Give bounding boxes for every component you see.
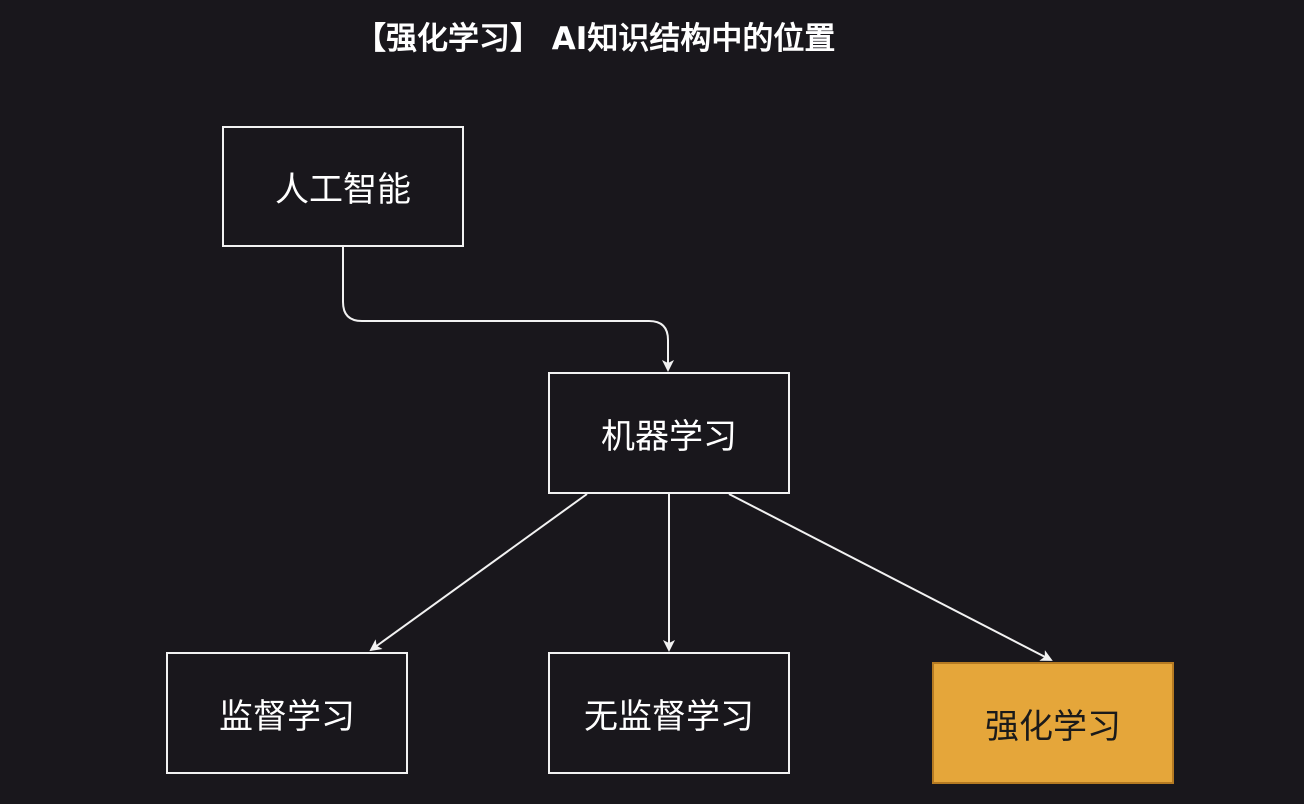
node-label: 机器学习 [601,416,737,457]
page-title: 【强化学习】 AI知识结构中的位置 [355,21,836,57]
node-label: 无监督学习 [584,696,754,737]
node-label: 监督学习 [219,696,355,737]
node-label: 强化学习 [985,706,1121,747]
node-supervised-learning[interactable]: 监督学习 [166,652,408,774]
node-unsupervised-learning[interactable]: 无监督学习 [548,652,790,774]
node-reinforcement-learning[interactable]: 强化学习 [932,662,1174,784]
edge-ai-to-ml [342,247,674,372]
node-machine-learning[interactable]: 机器学习 [548,372,790,494]
node-artificial-intelligence[interactable]: 人工智能 [222,126,464,247]
edge-ml-to-supervised [369,493,588,652]
edge-ml-to-reinforcement [728,493,1053,661]
node-label: 人工智能 [275,170,411,210]
